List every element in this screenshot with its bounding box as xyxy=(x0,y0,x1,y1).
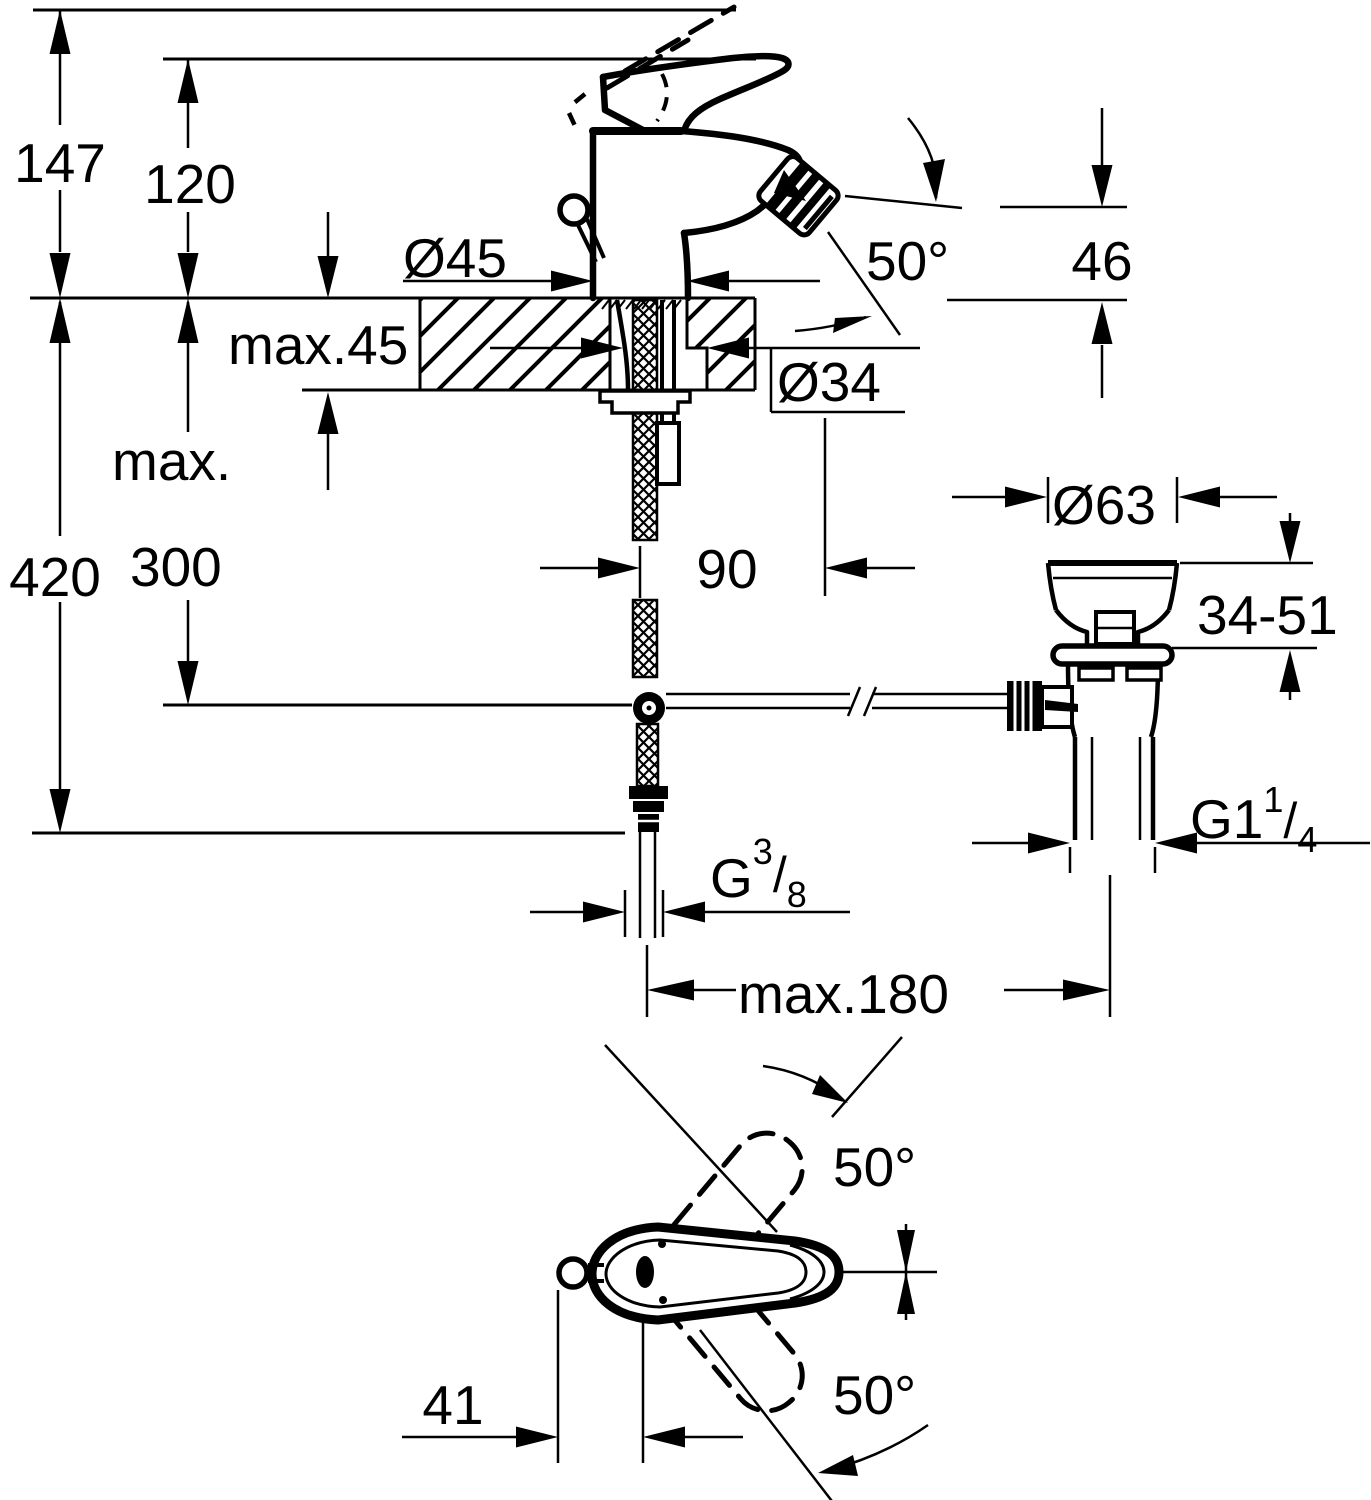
deck-hole-right-edge xyxy=(685,298,757,390)
handle-cap-arc xyxy=(789,1243,826,1301)
drain-slot-right xyxy=(1125,666,1163,682)
dim-max45: max.45 xyxy=(228,212,408,490)
dim-46-label: 46 xyxy=(1071,230,1132,292)
spray-nozzle xyxy=(756,154,841,238)
tailpipe-outer xyxy=(1072,737,1156,840)
dim-41-label: 41 xyxy=(422,1374,483,1436)
deck-right-block xyxy=(687,298,755,390)
dim-g114-label: G11/4 xyxy=(1190,779,1317,860)
dim-420: 420 xyxy=(9,546,101,608)
dim-dia63: Ø63 xyxy=(952,474,1277,536)
deck-left-block xyxy=(420,298,610,390)
supply-hose-upper xyxy=(631,298,659,542)
drain-slot-left xyxy=(1077,666,1115,682)
lever-flag xyxy=(1045,700,1078,712)
handle-lever xyxy=(599,52,792,135)
handle-back xyxy=(599,73,647,134)
mounting-deck xyxy=(418,298,757,390)
hose-connector xyxy=(629,786,668,832)
top-view-handle: 50° 50° 41 xyxy=(402,1036,937,1500)
popup-knob-top xyxy=(556,1256,590,1290)
popup-rod xyxy=(660,300,676,423)
supply-hose-lower xyxy=(635,722,660,788)
dim-420-label: 420 xyxy=(9,546,101,608)
ball-joint xyxy=(633,692,665,724)
dim-34-51: 34-51 xyxy=(1172,513,1338,700)
base-right-edge xyxy=(680,229,692,302)
spray-angle-ray xyxy=(826,231,902,336)
tailpipe-inner xyxy=(1090,737,1142,840)
dim-dia34: Ø34 xyxy=(490,337,920,596)
handle-centerline xyxy=(840,1224,937,1320)
handle-top-outline xyxy=(556,1222,844,1325)
dim-50deg-spray: 50° xyxy=(794,117,963,336)
tail-taper xyxy=(614,299,631,391)
supply-hose-mid xyxy=(631,598,659,679)
dim-g114: G11/4 xyxy=(972,779,1370,873)
handle-mark xyxy=(636,1256,654,1288)
flow-direction-arrow-icon xyxy=(774,170,806,201)
dim-50-spray-label: 50° xyxy=(866,230,949,292)
spray-axis-ray xyxy=(844,194,963,210)
dim-300-label: 300 xyxy=(130,536,222,598)
rod-break-symbol xyxy=(846,686,878,717)
dim-120-label: 120 xyxy=(144,153,236,215)
drain-valve xyxy=(1007,560,1180,840)
dim-max45-label: max.45 xyxy=(228,314,408,376)
dim-max180-label: max.180 xyxy=(738,963,949,1025)
dim-dia45: Ø45 xyxy=(403,227,820,292)
dim-120: 120 xyxy=(144,59,236,705)
spout-bottom-curve xyxy=(680,199,771,237)
dim-46: 46 xyxy=(947,108,1133,398)
dim-90-label: 90 xyxy=(696,538,757,600)
horizontal-linkage-rod xyxy=(666,686,1007,717)
handle-motion-arc xyxy=(655,73,669,123)
dim-50-down-label: 50° xyxy=(833,1364,916,1426)
popup-knob xyxy=(557,193,606,263)
dim-max180: max.180 xyxy=(645,875,1112,1025)
deck-hole-left-edge xyxy=(418,298,612,390)
dim-34-51-label: 34-51 xyxy=(1197,584,1338,646)
dim-max-word-label: max. xyxy=(112,430,231,492)
dim-50deg-up: 50° xyxy=(604,1036,916,1233)
dim-max300: max. 300 xyxy=(112,430,231,598)
dim-g38-label: G3/8 xyxy=(710,831,807,915)
dim-50-up-label: 50° xyxy=(833,1136,916,1198)
dim-dia63-label: Ø63 xyxy=(1052,474,1156,536)
dim-50deg-down: 50° xyxy=(699,1329,929,1500)
rod-adjuster-knob xyxy=(1007,681,1078,731)
handle-raised-dashed xyxy=(566,4,737,129)
dim-147: 147 xyxy=(14,10,106,833)
mounting-nut xyxy=(598,389,692,415)
faucet xyxy=(557,4,1007,938)
valve-flange xyxy=(1050,643,1175,667)
side-view: 147 120 max.45 max. 300 420 xyxy=(9,4,1370,1025)
dim-dia45-label: Ø45 xyxy=(403,227,507,289)
dim-90: 90 xyxy=(540,538,915,600)
dim-dia34-label: Ø34 xyxy=(777,351,881,413)
supply-pipe xyxy=(638,832,657,938)
dim-g38: G3/8 xyxy=(530,831,850,937)
dim-41: 41 xyxy=(402,1290,743,1463)
dim-147-label: 147 xyxy=(14,132,106,194)
rod-clamp xyxy=(655,421,681,486)
faucet-tails xyxy=(598,298,1007,938)
reference-lines xyxy=(30,8,756,835)
